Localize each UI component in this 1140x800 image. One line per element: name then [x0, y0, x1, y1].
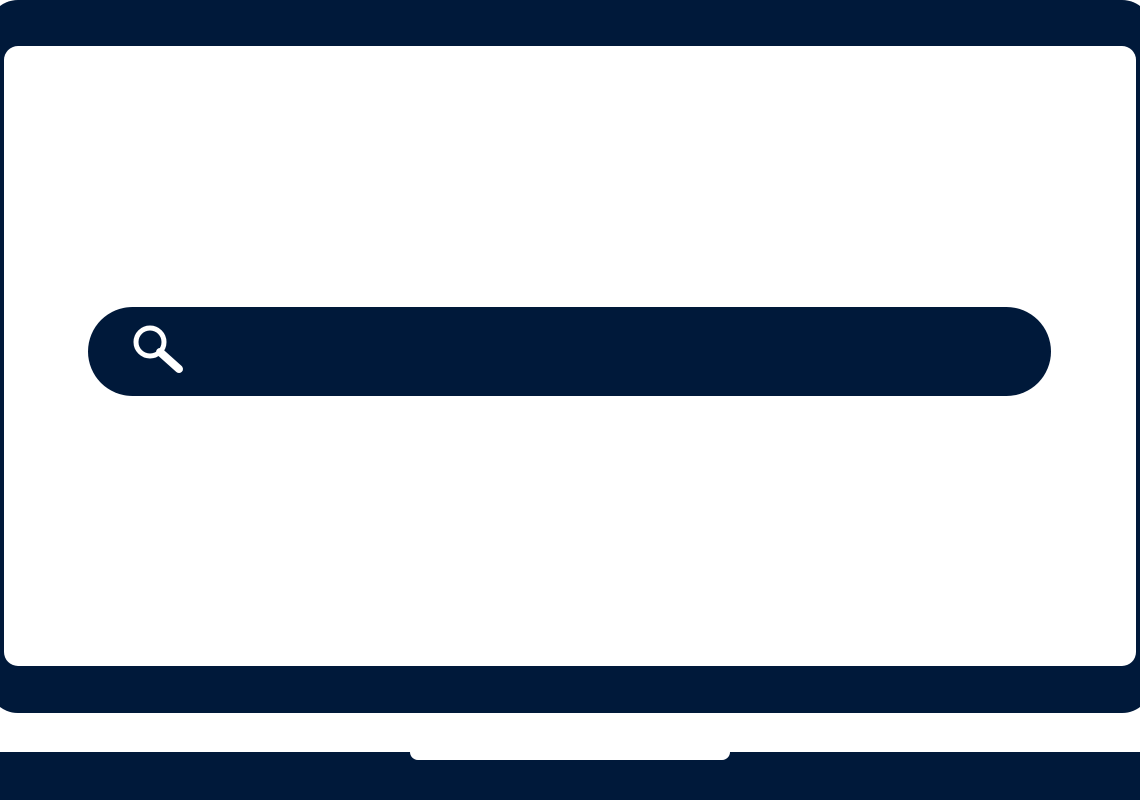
- laptop-base-notch: [410, 750, 730, 760]
- search-icon[interactable]: [130, 322, 190, 382]
- laptop-base: [0, 752, 1140, 800]
- search-input[interactable]: [198, 307, 1011, 396]
- search-bar[interactable]: [88, 307, 1051, 396]
